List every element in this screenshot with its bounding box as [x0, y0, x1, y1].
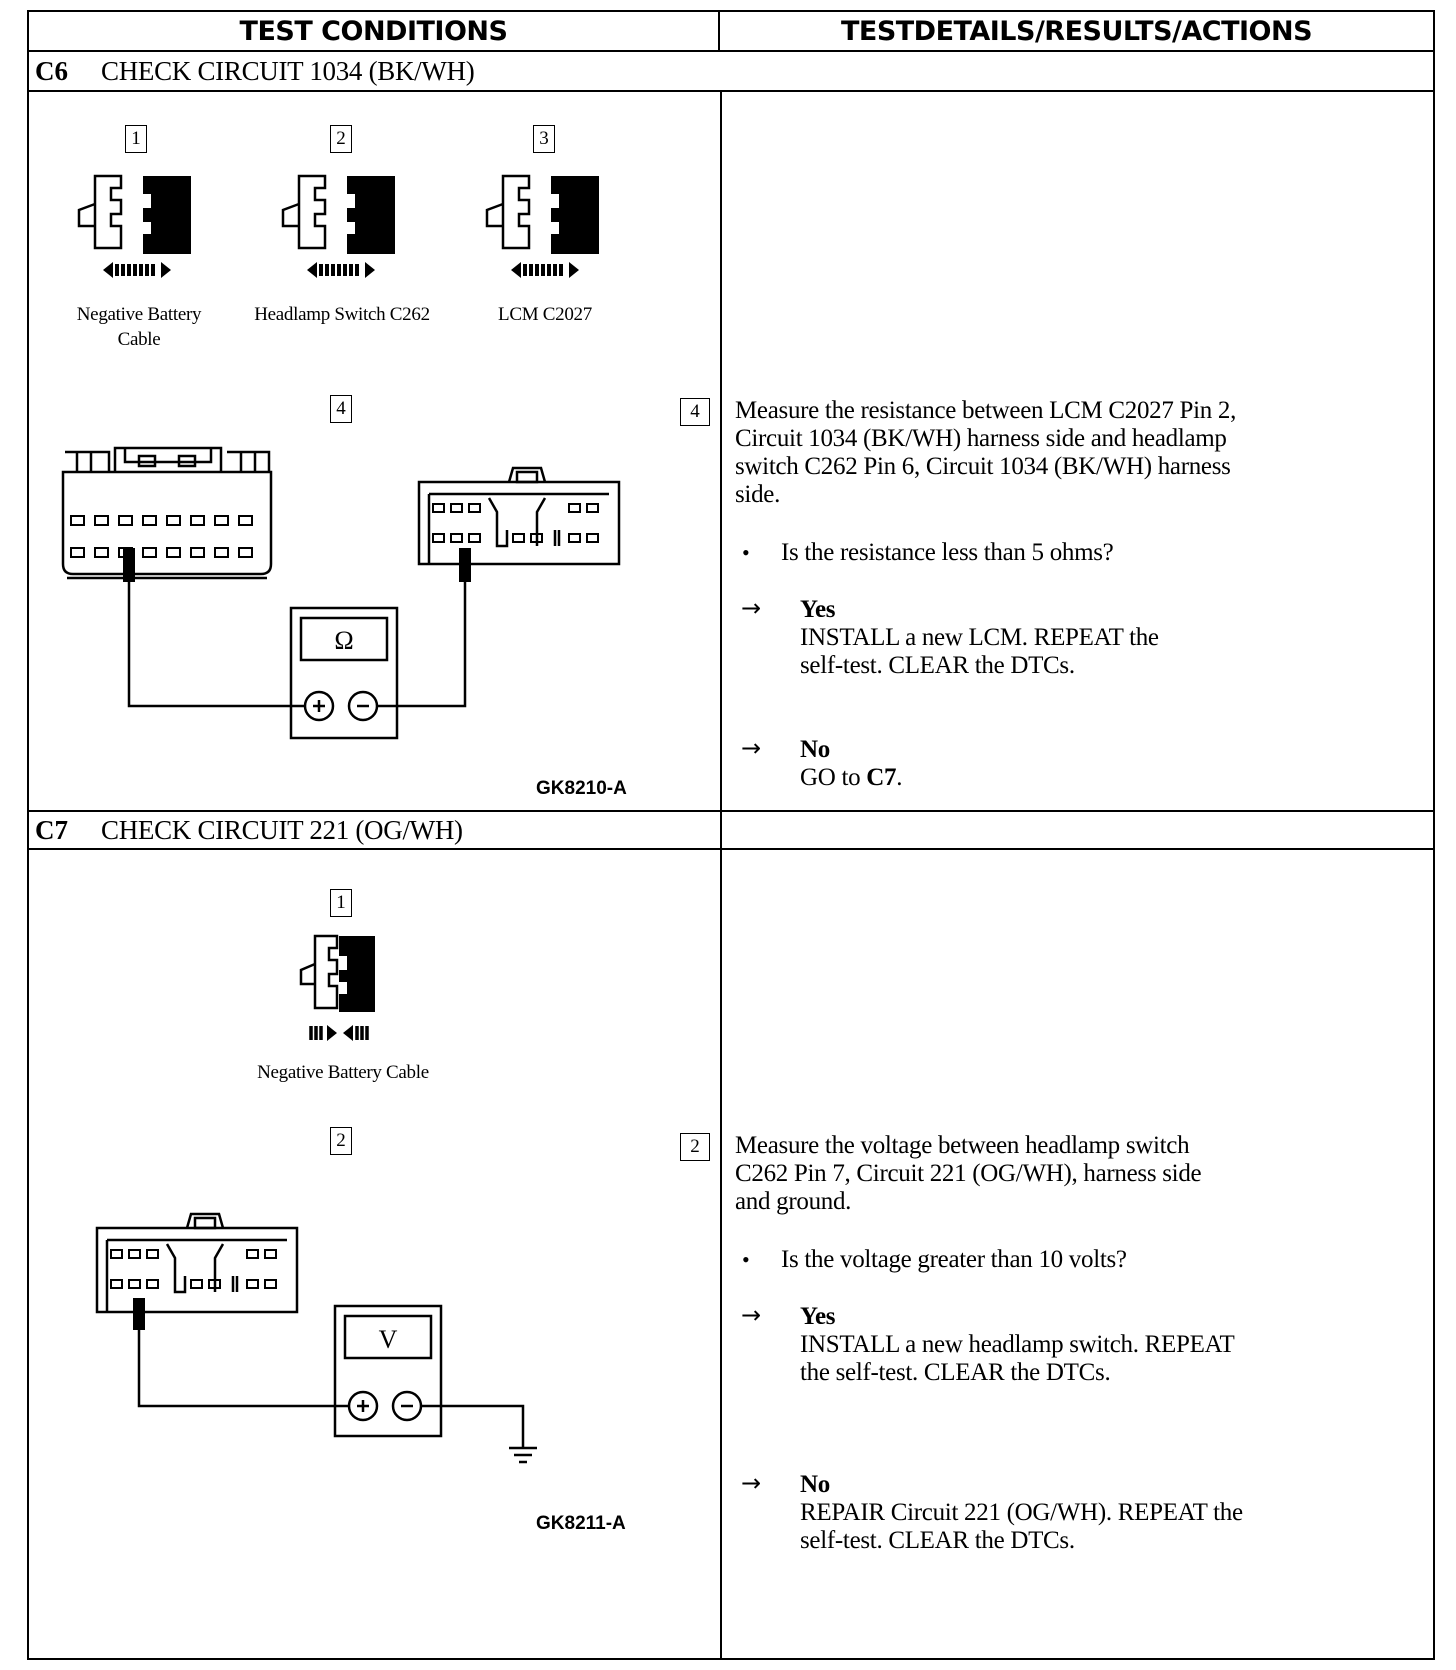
- c7-no-label: No: [800, 1471, 830, 1498]
- c7-no-result: No REPAIR Circuit 221 (OG/WH). REPEAT th…: [800, 1471, 1243, 1555]
- c6-no-result: No GO to C7.: [800, 736, 902, 792]
- c7-detail-line: Measure the voltage between headlamp swi…: [735, 1132, 1190, 1159]
- c6-step-1-box: 1: [125, 125, 147, 153]
- c7-no-line: REPAIR Circuit 221 (OG/WH). REPEAT the: [800, 1499, 1243, 1526]
- c7-detail-step-box: 2: [680, 1133, 710, 1161]
- arrow-right-icon: →: [741, 594, 762, 622]
- c6-no-line: GO to C7.: [800, 764, 902, 792]
- voltage-measurement-diagram: V: [95, 1212, 537, 1464]
- column-divider-c7: [720, 850, 722, 1658]
- column-divider-c6: [720, 92, 722, 850]
- c7-detail-line: and ground.: [735, 1188, 852, 1215]
- connector-connect-icon: [299, 934, 375, 1041]
- c6-figure-code: GK8210-A: [536, 778, 627, 799]
- c6-step-4-box: 4: [330, 395, 352, 423]
- c6-detail-instruction: Measure the resistance between LCM C2027…: [735, 397, 1236, 509]
- c6-no-end: .: [896, 764, 903, 791]
- c6-detail-line: side.: [735, 481, 781, 508]
- header-test-details: TESTDETAILS/RESULTS/ACTIONS: [720, 12, 1433, 52]
- c7-detail-line: C262 Pin 7, Circuit 221 (OG/WH), harness…: [735, 1160, 1202, 1187]
- c6-no-label: No: [800, 736, 830, 763]
- section-c6-title: CHECK CIRCUIT 1034 (BK/WH): [101, 55, 475, 86]
- c6-detail-line: Circuit 1034 (BK/WH) harness side and he…: [735, 425, 1227, 452]
- c6-detail-step-box: 4: [680, 398, 710, 426]
- arrow-right-icon: →: [741, 1301, 762, 1329]
- connector-disconnect-icon: [485, 174, 599, 278]
- header-test-conditions: TEST CONDITIONS: [29, 12, 720, 52]
- c6-yes-label: Yes: [800, 596, 836, 623]
- c7-yes-result: Yes INSTALL a new headlamp switch. REPEA…: [800, 1303, 1235, 1387]
- connector-disconnect-icon: [281, 174, 395, 278]
- procedure-table: TEST CONDITIONS TESTDETAILS/RESULTS/ACTI…: [27, 10, 1435, 1660]
- c6-step-3-label: LCM C2027: [498, 304, 592, 325]
- c6-yes-line: INSTALL a new LCM. REPEAT the: [800, 624, 1159, 651]
- c6-yes-line: self-test. CLEAR the DTCs.: [800, 652, 1075, 679]
- c6-step-2-label: Headlamp Switch C262: [254, 304, 430, 325]
- c6-step-2-box: 2: [330, 125, 352, 153]
- c6-no-link: C7: [866, 764, 897, 791]
- volt-symbol: V: [379, 1325, 398, 1354]
- section-c6-title-bar: C6 CHECK CIRCUIT 1034 (BK/WH): [29, 52, 1433, 92]
- c7-yes-line: INSTALL a new headlamp switch. REPEAT: [800, 1331, 1235, 1358]
- c7-step-1-label: Negative Battery Cable: [257, 1062, 429, 1083]
- c7-detail-instruction: Measure the voltage between headlamp swi…: [735, 1132, 1202, 1216]
- c7-step-1-box: 1: [330, 889, 352, 917]
- section-c7-title-bar: C7 CHECK CIRCUIT 221 (OG/WH): [29, 810, 1433, 850]
- c6-step-1-label: Negative Battery Cable: [49, 302, 229, 352]
- arrow-right-icon: →: [741, 734, 762, 762]
- c7-yes-label: Yes: [800, 1303, 836, 1330]
- ohm-symbol: Ω: [334, 626, 353, 655]
- c7-step-2-box: 2: [330, 1127, 352, 1155]
- c7-figure-code: GK8211-A: [536, 1513, 626, 1534]
- c6-detail-line: switch C262 Pin 6, Circuit 1034 (BK/WH) …: [735, 453, 1231, 480]
- section-c7-id: C7: [35, 814, 68, 845]
- c7-no-line: self-test. CLEAR the DTCs.: [800, 1527, 1075, 1554]
- bullet-icon: •: [742, 540, 750, 565]
- c7-question: Is the voltage greater than 10 volts?: [781, 1246, 1127, 1273]
- bullet-icon: •: [742, 1247, 750, 1272]
- section-c7-title: CHECK CIRCUIT 221 (OG/WH): [101, 814, 463, 845]
- connector-disconnect-icon: [77, 174, 191, 278]
- c6-no-text: GO to: [800, 764, 867, 791]
- c7-yes-line: the self-test. CLEAR the DTCs.: [800, 1359, 1111, 1386]
- resistance-measurement-diagram: Ω: [61, 446, 621, 740]
- c6-yes-result: Yes INSTALL a new LCM. REPEAT the self-t…: [800, 596, 1159, 680]
- c6-step-1-label-line2: Cable: [117, 329, 161, 350]
- section-c6-id: C6: [35, 55, 68, 86]
- arrow-right-icon: →: [741, 1469, 762, 1497]
- c6-step-1-label-line1: Negative Battery: [76, 304, 202, 325]
- c6-step-3-box: 3: [533, 125, 555, 153]
- c6-detail-line: Measure the resistance between LCM C2027…: [735, 397, 1237, 424]
- c6-question: Is the resistance less than 5 ohms?: [781, 539, 1114, 566]
